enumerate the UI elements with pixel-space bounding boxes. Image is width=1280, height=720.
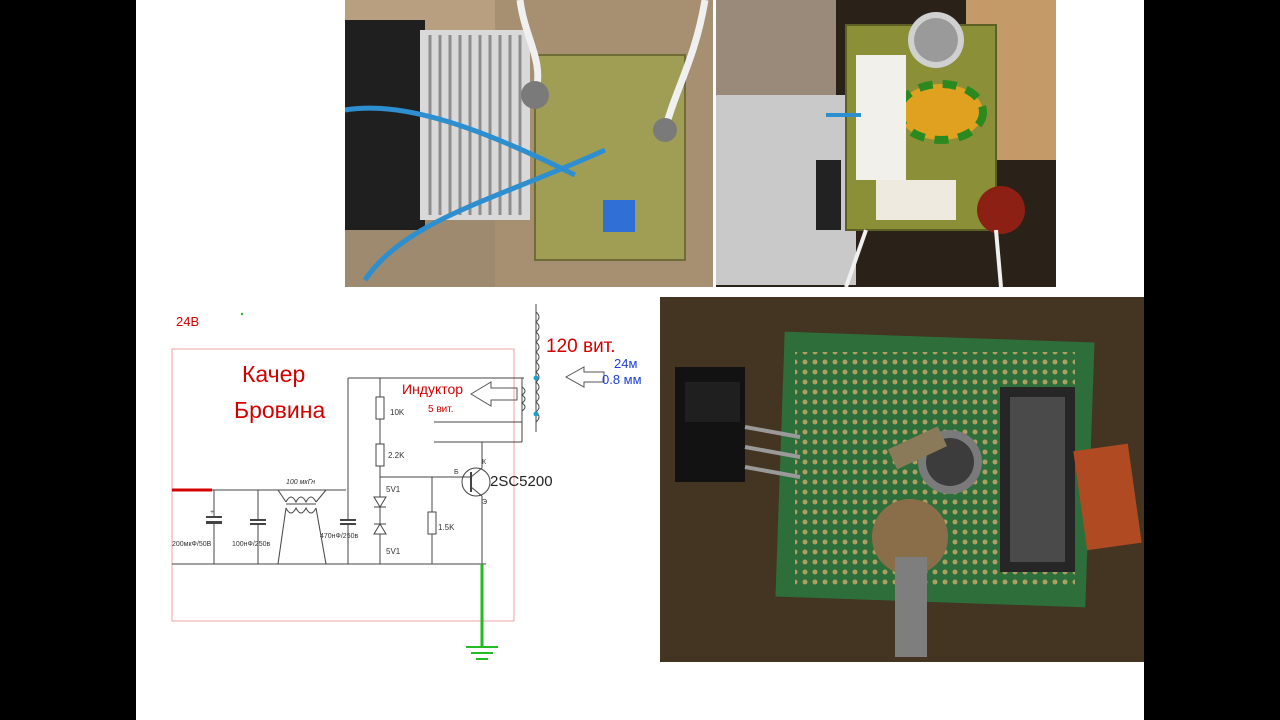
pin-k: К (482, 459, 487, 466)
photo-coil-closeup (716, 0, 1056, 287)
r1-label: 10K (390, 408, 405, 417)
inductor-turns: 5 вит. (428, 404, 454, 415)
c2-label: 100нФ/250в (232, 541, 270, 548)
r3-label: 1.5K (438, 523, 455, 532)
photo-heatsink-board (345, 0, 713, 287)
z2-label: 5V1 (386, 547, 401, 556)
inductor-label: Индуктор (402, 381, 463, 397)
transistor-label: 2SC5200 (490, 473, 553, 490)
title-line2: Бровина (234, 397, 325, 423)
r2-label: 2.2K (388, 451, 405, 460)
c3-label: 470нФ/250в (320, 533, 358, 540)
turns-label: 120 вит. (546, 336, 616, 357)
photo-perfboard (660, 297, 1144, 662)
pin-e: Э (482, 499, 487, 506)
supply-label: 24В (176, 314, 199, 329)
wire-label-1: 24м (614, 356, 637, 371)
svg-text:+: + (210, 509, 214, 516)
z1-label: 5V1 (386, 485, 401, 494)
c1-label: 200мкФ/50В (172, 541, 212, 548)
pin-b: Б (454, 469, 459, 476)
wire-label-2: 0.8 мм (602, 372, 642, 387)
slide-canvas: 24В Качер Бровина + 200мкФ/50В 100нФ/250… (136, 0, 1144, 720)
title-line1: Качер (242, 361, 305, 387)
schematic-diagram: 24В Качер Бровина + 200мкФ/50В 100нФ/250… (136, 292, 656, 692)
choke-label: 100 мкГн (286, 479, 315, 486)
